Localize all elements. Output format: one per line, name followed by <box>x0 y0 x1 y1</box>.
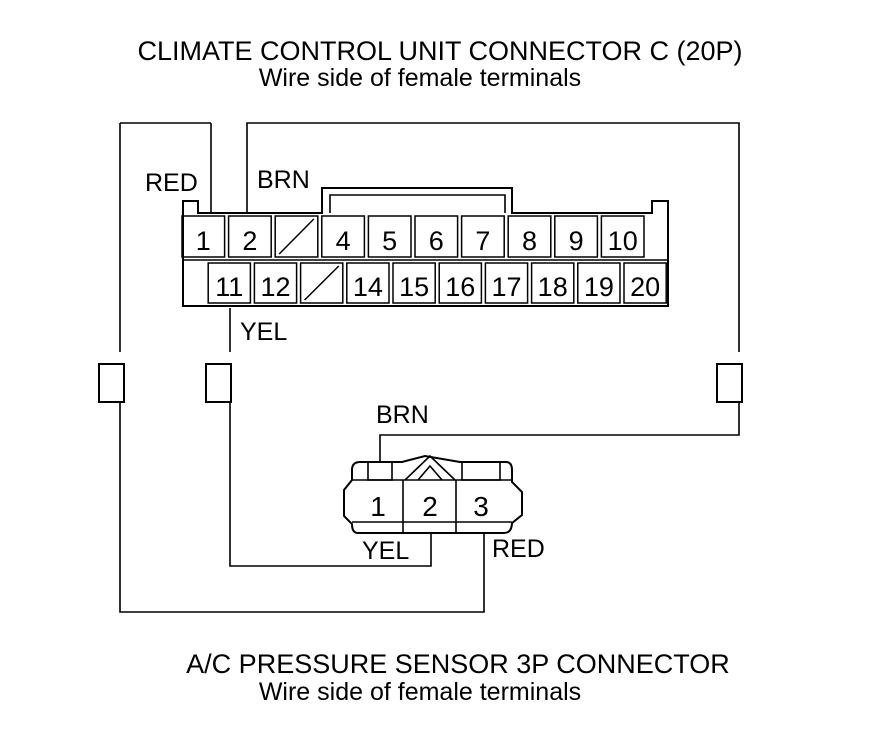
bottom-row-cells: 11 12 14 15 16 17 18 19 20 <box>207 262 667 304</box>
bottom-row-cavity <box>484 262 529 304</box>
top-row-cavity <box>227 215 272 258</box>
bottom-row-cavity <box>346 262 390 304</box>
bottom-row-cavity <box>392 262 436 304</box>
wire-label-brn-bottom: BRN <box>376 401 429 429</box>
inline-connector-left <box>98 363 125 403</box>
wire-yel-lower <box>229 402 432 567</box>
bottom-row-pin-label: 18 <box>538 272 568 302</box>
bottom-row-pin-label: 17 <box>491 272 521 302</box>
sensor-pin-2: 2 <box>422 491 438 522</box>
sensor-pin-1: 1 <box>370 491 386 522</box>
bottom-row-cavity <box>530 262 575 304</box>
bottom-row-pin-label: 16 <box>445 272 475 302</box>
top-row-unused-cavity <box>278 218 315 255</box>
top-connector-title: CLIMATE CONTROL UNIT CONNECTOR C (20P) <box>137 36 742 66</box>
sensor-latch-left <box>367 461 393 481</box>
inline-connector-middle <box>205 363 232 403</box>
wire-label-red-bottom: RED <box>492 535 545 563</box>
pressure-sensor-connector: 1 2 3 <box>343 454 523 534</box>
top-row-cavity <box>274 215 319 258</box>
top-row-cells: 1 2 4 5 6 7 8 9 10 <box>181 215 645 258</box>
bottom-row-cavity <box>299 262 344 304</box>
top-row-pin-label: 5 <box>382 226 397 256</box>
bottom-row-cavity <box>577 262 621 304</box>
bottom-connector-subtitle: Wire side of female terminals <box>259 678 581 706</box>
sensor-key-roof <box>404 454 456 481</box>
top-row-cavity <box>414 215 459 258</box>
inline-connector-right <box>716 363 743 403</box>
top-row-cavity <box>321 215 366 258</box>
bottom-row-cavity <box>623 262 667 304</box>
sensor-connector-body <box>343 454 523 534</box>
sensor-latch-right <box>461 461 501 481</box>
wire-red-left-lower <box>119 402 485 613</box>
top-row-cavity <box>367 215 412 258</box>
bottom-row-cavity <box>253 262 298 304</box>
bottom-row-pin-label: 11 <box>215 272 243 302</box>
top-row-cavity <box>600 215 645 258</box>
connector-lock-tab <box>329 194 506 213</box>
top-row-pin-label: 2 <box>242 226 257 256</box>
sensor-pin-3: 3 <box>473 491 489 522</box>
bottom-row-cavity <box>207 262 252 304</box>
top-row-cavity <box>460 215 505 258</box>
top-row-pin-label: 6 <box>429 226 444 256</box>
bottom-row-pin-label: 14 <box>353 272 383 302</box>
top-connector-subtitle: Wire side of female terminals <box>259 64 581 92</box>
sensor-key-inner <box>417 464 443 481</box>
top-row-pin-label: 10 <box>608 226 638 256</box>
top-row-cavity <box>181 215 226 258</box>
bottom-connector-title: A/C PRESSURE SENSOR 3P CONNECTOR <box>186 649 730 679</box>
top-row-cavity <box>554 215 599 258</box>
bottom-row-unused-cavity <box>304 265 340 301</box>
wire-label-yel-top: YEL <box>240 318 287 346</box>
wire-label-red-top: RED <box>145 169 198 197</box>
top-row-cavity <box>507 215 552 258</box>
bottom-row-pin-label: 12 <box>260 272 290 302</box>
top-row-pin-label: 8 <box>522 226 537 256</box>
wire-harness <box>119 122 740 613</box>
connector-body <box>182 187 669 307</box>
top-row-pin-label: 7 <box>475 226 490 256</box>
bottom-row-cavity <box>438 262 483 304</box>
bottom-row-pin-label: 15 <box>399 272 429 302</box>
bottom-row-pin-label: 20 <box>630 272 660 302</box>
bottom-row-pin-label: 19 <box>584 272 614 302</box>
top-row-pin-label: 1 <box>196 226 211 256</box>
wire-label-yel-bottom: YEL <box>362 537 409 565</box>
top-row-pin-label: 4 <box>336 226 351 256</box>
top-row-pin-label: 9 <box>569 226 584 256</box>
wire-label-brn-top: BRN <box>257 166 310 194</box>
wire-brn-top <box>246 122 740 352</box>
wire-brn-bottom <box>379 402 740 465</box>
